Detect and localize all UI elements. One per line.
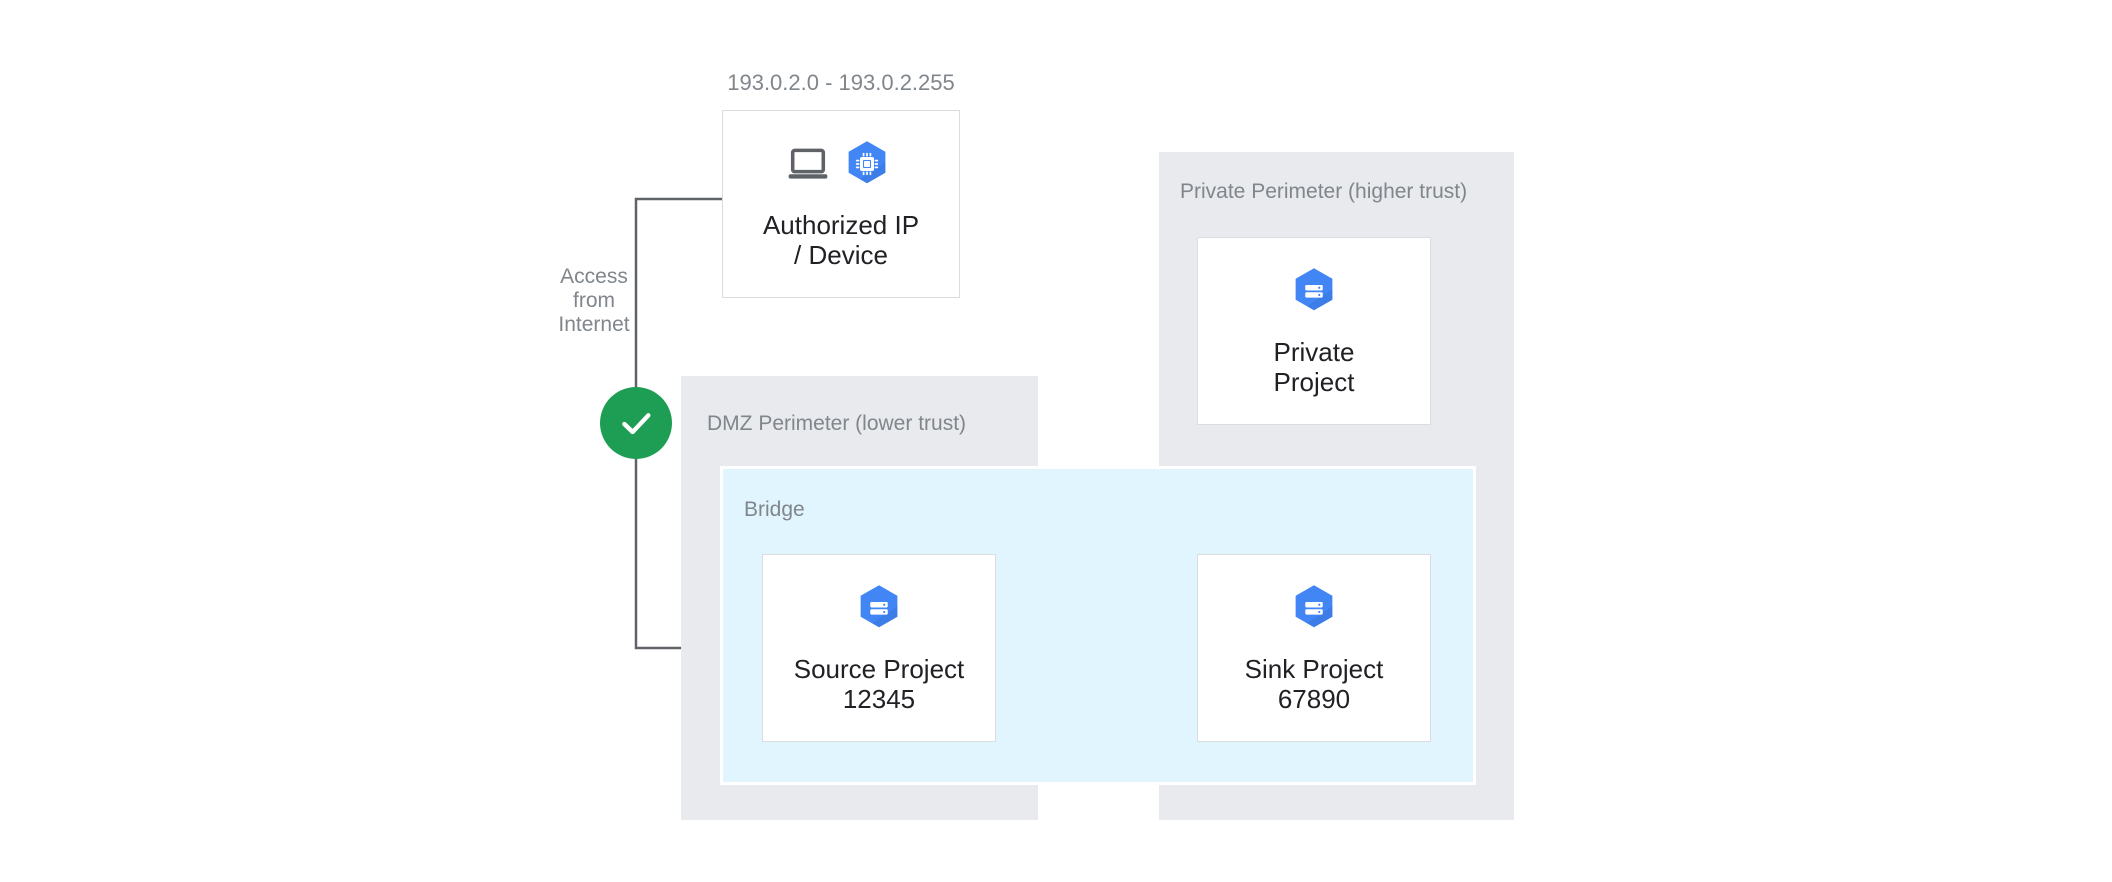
project-hexagon-icon — [851, 580, 907, 641]
perimeter-dmz-label: DMZ Perimeter (lower trust) — [707, 412, 967, 435]
node-icons — [1286, 582, 1342, 638]
compute-chip-hexagon-icon — [839, 136, 895, 197]
node-sink-project-label: Sink Project 67890 — [1244, 654, 1384, 714]
node-icons — [1286, 265, 1342, 321]
check-circle-icon — [600, 387, 672, 459]
ip-range-caption: 193.0.2.0 - 193.0.2.255 — [727, 70, 955, 95]
access-from-internet-label: Access from Internet — [558, 265, 630, 336]
project-hexagon-icon — [1286, 263, 1342, 324]
bridge-label: Bridge — [744, 498, 805, 521]
node-icons — [787, 138, 895, 194]
node-source-project-label: Source Project 12345 — [793, 654, 965, 714]
project-hexagon-icon — [1286, 580, 1342, 641]
perimeter-private-label: Private Perimeter (higher trust) — [1180, 180, 1468, 203]
laptop-icon — [787, 147, 829, 186]
node-authorized-device-label: Authorized IP / Device — [762, 210, 920, 270]
node-authorized-device[interactable]: Authorized IP / Device — [722, 110, 960, 298]
node-source-project[interactable]: Source Project 12345 — [762, 554, 996, 742]
node-icons — [851, 582, 907, 638]
node-sink-project[interactable]: Sink Project 67890 — [1197, 554, 1431, 742]
node-private-project[interactable]: Private Project — [1197, 237, 1431, 425]
node-private-project-label: Private Project — [1273, 337, 1355, 397]
